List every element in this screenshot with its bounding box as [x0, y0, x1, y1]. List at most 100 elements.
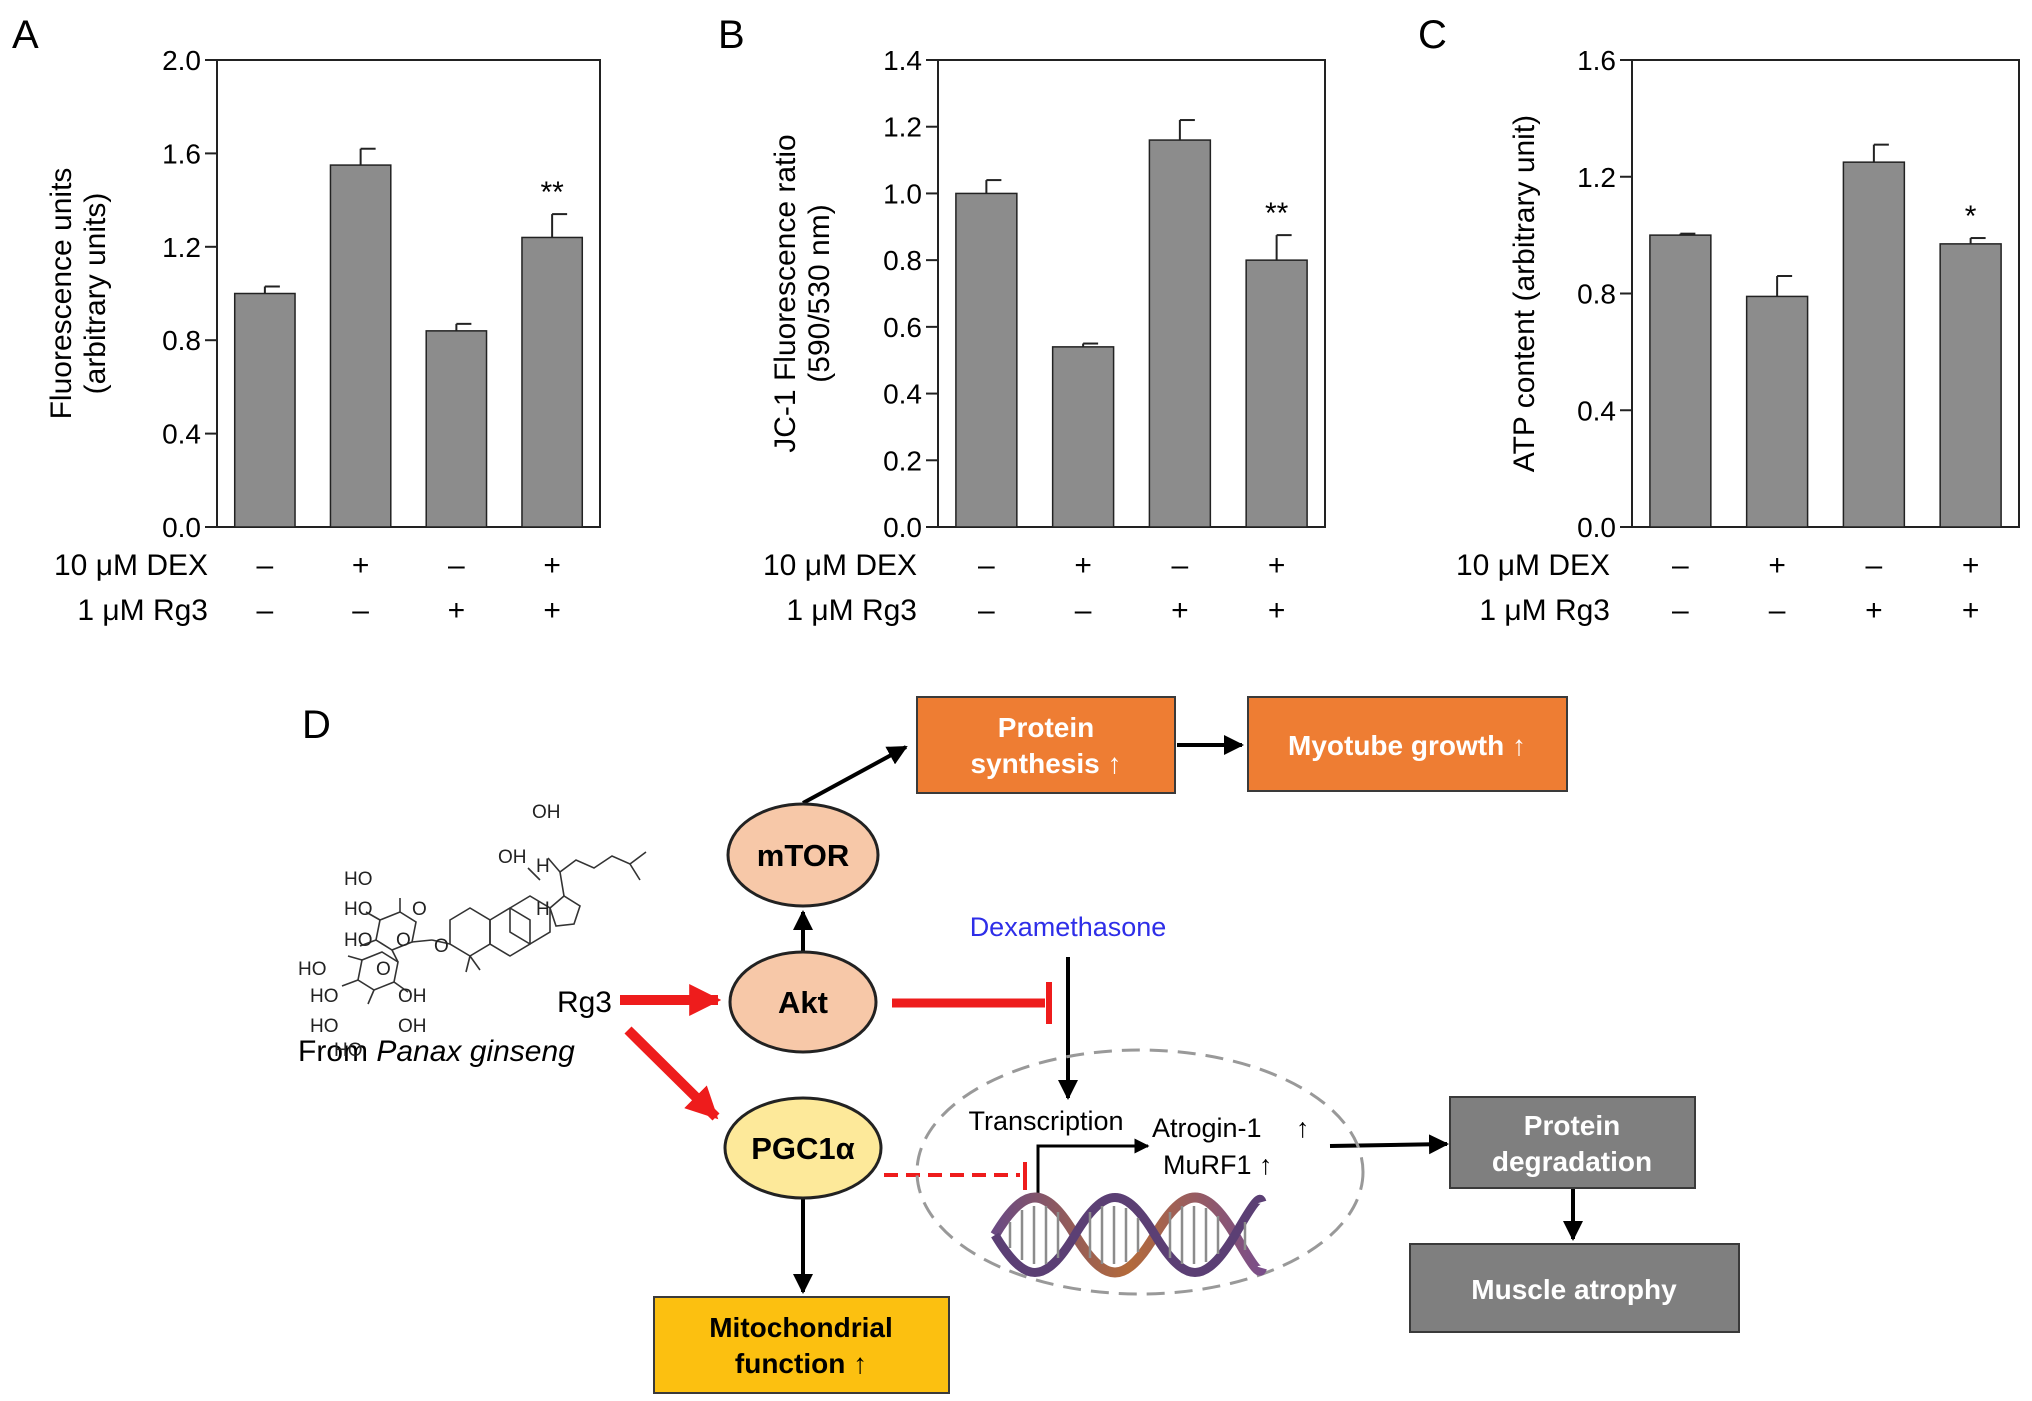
significance-mark-c-3: * — [1965, 200, 1977, 233]
y-tick-label-a-3: 1.2 — [162, 232, 201, 263]
box-protein-synthesis: Protein synthesis ↑ — [916, 696, 1176, 794]
arrow-to-degradation — [1329, 1134, 1449, 1155]
treatment-sign-c-1-2: + — [1865, 594, 1883, 627]
y-tick-label-c-2: 0.8 — [1577, 279, 1616, 310]
y-tick-label-c-4: 1.6 — [1577, 45, 1616, 76]
svg-text:O: O — [412, 899, 427, 920]
node-pgc1a: PGC1α — [723, 1096, 883, 1200]
treatment-sign-c-0-0: – — [1672, 549, 1689, 582]
treatment-label-a-0: 10 μM DEX — [54, 549, 208, 582]
bar-b-0 — [955, 192, 1018, 528]
chart-panel-b: 0.00.20.40.60.81.01.21.4JC-1 Fluorescenc… — [763, 45, 1326, 627]
y-tick-label-b-5: 1.0 — [883, 178, 922, 209]
treatment-sign-c-0-3: + — [1962, 549, 1980, 582]
treatment-sign-b-0-3: + — [1268, 549, 1286, 582]
treatment-label-a-1: 1 μM Rg3 — [77, 594, 208, 627]
bar-c-1 — [1745, 295, 1809, 528]
treatment-label-b-1: 1 μM Rg3 — [786, 594, 917, 627]
y-axis-label-a-0: Fluorescence units — [45, 168, 78, 420]
panel-label-c: C — [1418, 13, 1447, 57]
treatment-sign-b-0-2: – — [1172, 549, 1189, 582]
y-tick-label-b-3: 0.6 — [883, 312, 922, 343]
y-tick-label-c-0: 0.0 — [1577, 512, 1616, 543]
nucleus-ellipse — [915, 1048, 1365, 1296]
y-axis-label-c-0: ATP content (arbitrary unit) — [1508, 115, 1541, 472]
panel-label-d: D — [302, 703, 331, 747]
transcription-label: Transcription — [968, 1106, 1123, 1136]
treatment-sign-c-0-1: + — [1768, 549, 1786, 582]
bar-c-2 — [1842, 161, 1906, 528]
y-axis-label-b-1: (590/530 nm) — [803, 204, 836, 382]
treatment-sign-c-0-2: – — [1866, 549, 1883, 582]
plot-frame-a — [216, 59, 601, 528]
y-axis-label-b-0: JC-1 Fluorescence ratio — [769, 134, 802, 452]
treatment-sign-b-0-1: + — [1074, 549, 1092, 582]
svg-text:H: H — [536, 856, 550, 877]
svg-text:HO: HO — [310, 986, 339, 1007]
mitochondrial-line1: Mitochondrial — [709, 1312, 893, 1343]
significance-mark-a-3: ** — [540, 176, 564, 209]
treatment-sign-a-1-0: – — [257, 594, 274, 627]
bar-a-1 — [329, 164, 392, 528]
treatment-sign-a-0-3: + — [543, 549, 561, 582]
transcription-start-arrow — [1036, 1138, 1150, 1200]
box-muscle-atrophy: Muscle atrophy — [1409, 1243, 1740, 1333]
treatment-sign-c-1-0: – — [1672, 594, 1689, 627]
treatment-sign-b-1-0: – — [978, 594, 995, 627]
y-tick-label-b-1: 0.2 — [883, 445, 922, 476]
protein-synthesis-line1: Protein — [998, 712, 1094, 743]
svg-text:O: O — [434, 936, 449, 957]
treatment-sign-a-0-1: + — [352, 549, 370, 582]
box-protein-degradation: Protein degradation — [1449, 1096, 1696, 1189]
pathway-diagram: D — [298, 696, 1740, 1394]
bar-c-3 — [1939, 243, 2002, 528]
treatment-sign-b-1-1: – — [1075, 594, 1092, 627]
mitochondrial-line2: function ↑ — [735, 1348, 867, 1379]
y-tick-label-c-3: 1.2 — [1577, 162, 1616, 193]
box-mitochondrial-function: Mitochondrial function ↑ — [653, 1296, 950, 1394]
source-label: From Panax ginseng — [298, 1035, 575, 1068]
treatment-sign-b-1-3: + — [1268, 594, 1286, 627]
treatment-sign-a-1-3: + — [543, 594, 561, 627]
y-tick-label-a-2: 0.8 — [162, 325, 201, 356]
svg-text:O: O — [396, 930, 411, 951]
connectors — [620, 735, 1583, 1294]
y-tick-label-c-1: 0.4 — [1577, 395, 1616, 426]
dna-helix-icon — [990, 1192, 1267, 1278]
y-tick-label-a-0: 0.0 — [162, 512, 201, 543]
treatment-label-c-0: 10 μM DEX — [1456, 549, 1610, 582]
bar-a-3 — [521, 236, 584, 528]
bar-b-3 — [1245, 259, 1308, 528]
myotube-growth-label: Myotube growth ↑ — [1288, 730, 1526, 761]
atrogin-up-arrow: ↑ — [1296, 1113, 1310, 1143]
y-tick-label-b-7: 1.4 — [883, 45, 922, 76]
svg-text:HO: HO — [334, 1040, 363, 1061]
arrow-mtor-to-synthesis — [802, 745, 908, 805]
treatment-sign-a-0-0: – — [257, 549, 274, 582]
y-tick-label-a-5: 2.0 — [162, 45, 201, 76]
node-mtor: mTOR — [726, 802, 880, 908]
svg-text:OH: OH — [398, 1016, 427, 1037]
treatment-sign-a-1-2: + — [448, 594, 466, 627]
svg-text:H: H — [536, 899, 550, 920]
panel-label-b: B — [718, 13, 745, 57]
mtor-label: mTOR — [757, 838, 849, 873]
y-tick-label-b-6: 1.2 — [883, 112, 922, 143]
bar-a-2 — [425, 330, 488, 528]
dexamethasone-label: Dexamethasone — [970, 912, 1167, 942]
significance-mark-b-3: ** — [1265, 197, 1289, 230]
bar-c-0 — [1649, 234, 1712, 528]
treatment-sign-b-0-0: – — [978, 549, 995, 582]
y-tick-label-a-1: 0.4 — [162, 419, 201, 450]
plot-frame-b — [937, 59, 1326, 528]
atrogin-label: Atrogin-1 — [1152, 1113, 1262, 1143]
murf1-label: MuRF1 ↑ — [1163, 1150, 1273, 1180]
box-myotube-growth: Myotube growth ↑ — [1247, 696, 1568, 792]
svg-text:OH: OH — [498, 847, 527, 868]
treatment-sign-b-1-2: + — [1171, 594, 1189, 627]
treatment-sign-a-0-2: – — [448, 549, 465, 582]
treatment-sign-a-1-1: – — [352, 594, 369, 627]
